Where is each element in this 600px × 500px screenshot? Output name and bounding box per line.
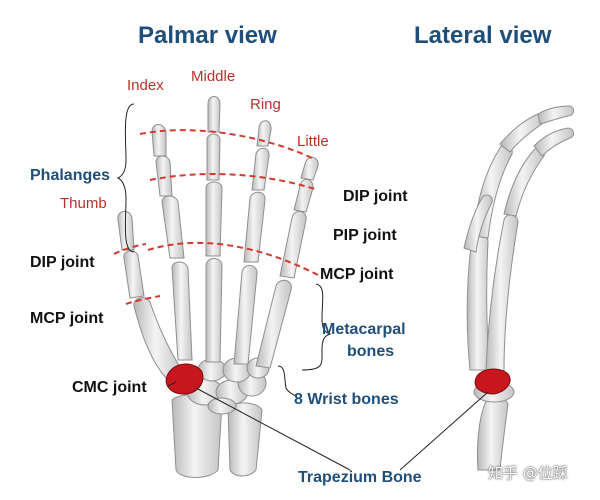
pointer-lines <box>167 381 489 471</box>
pip-arc-fingers <box>149 173 319 191</box>
mcp-joint-label-right: MCP joint <box>320 266 394 283</box>
pip-joint-label: PIP joint <box>333 227 397 244</box>
finger-label-thumb: Thumb <box>60 195 107 212</box>
dip-joint-label-right: DIP joint <box>343 188 408 205</box>
metacarpal-label-line1: Metacarpal <box>322 321 406 338</box>
brackets <box>116 103 332 397</box>
finger-label-middle: Middle <box>191 68 236 85</box>
dip-joint-label-left: DIP joint <box>30 254 95 271</box>
mcp-joint-label-left: MCP joint <box>30 310 104 327</box>
palmar-hand <box>117 96 319 478</box>
mcp-arc-thumb <box>125 295 161 305</box>
lateral-view-title: Lateral view <box>414 22 552 49</box>
trapezium-bone-palmar <box>165 363 204 395</box>
metacarpal-label-line2: bones <box>347 343 395 360</box>
dip-arc-fingers <box>139 129 313 159</box>
trapezium-label: Trapezium Bone <box>298 469 422 486</box>
cmc-pointer <box>167 381 177 387</box>
trapezium-pointer-palmar <box>195 387 351 471</box>
metacarpal-bracket <box>301 283 332 371</box>
finger-label-index: Index <box>127 77 164 94</box>
lateral-hand <box>463 105 575 471</box>
ulna-bone <box>227 402 263 477</box>
finger-label-ring: Ring <box>250 96 281 113</box>
trapezium-pointer-lateral <box>399 391 489 471</box>
watermark: 知乎 @位踩 <box>488 464 568 482</box>
finger-label-little: Little <box>297 133 329 150</box>
cmc-joint-label: CMC joint <box>72 379 147 396</box>
phalanges-bracket <box>116 103 135 253</box>
trapezium-bone-lateral <box>474 368 511 395</box>
wrist-bones-label: 8 Wrist bones <box>294 391 399 408</box>
phalanges-label: Phalanges <box>30 167 111 184</box>
mcp-arc-fingers <box>147 241 321 277</box>
palmar-view-title: Palmar view <box>138 22 277 49</box>
wrist-bracket <box>277 365 297 397</box>
